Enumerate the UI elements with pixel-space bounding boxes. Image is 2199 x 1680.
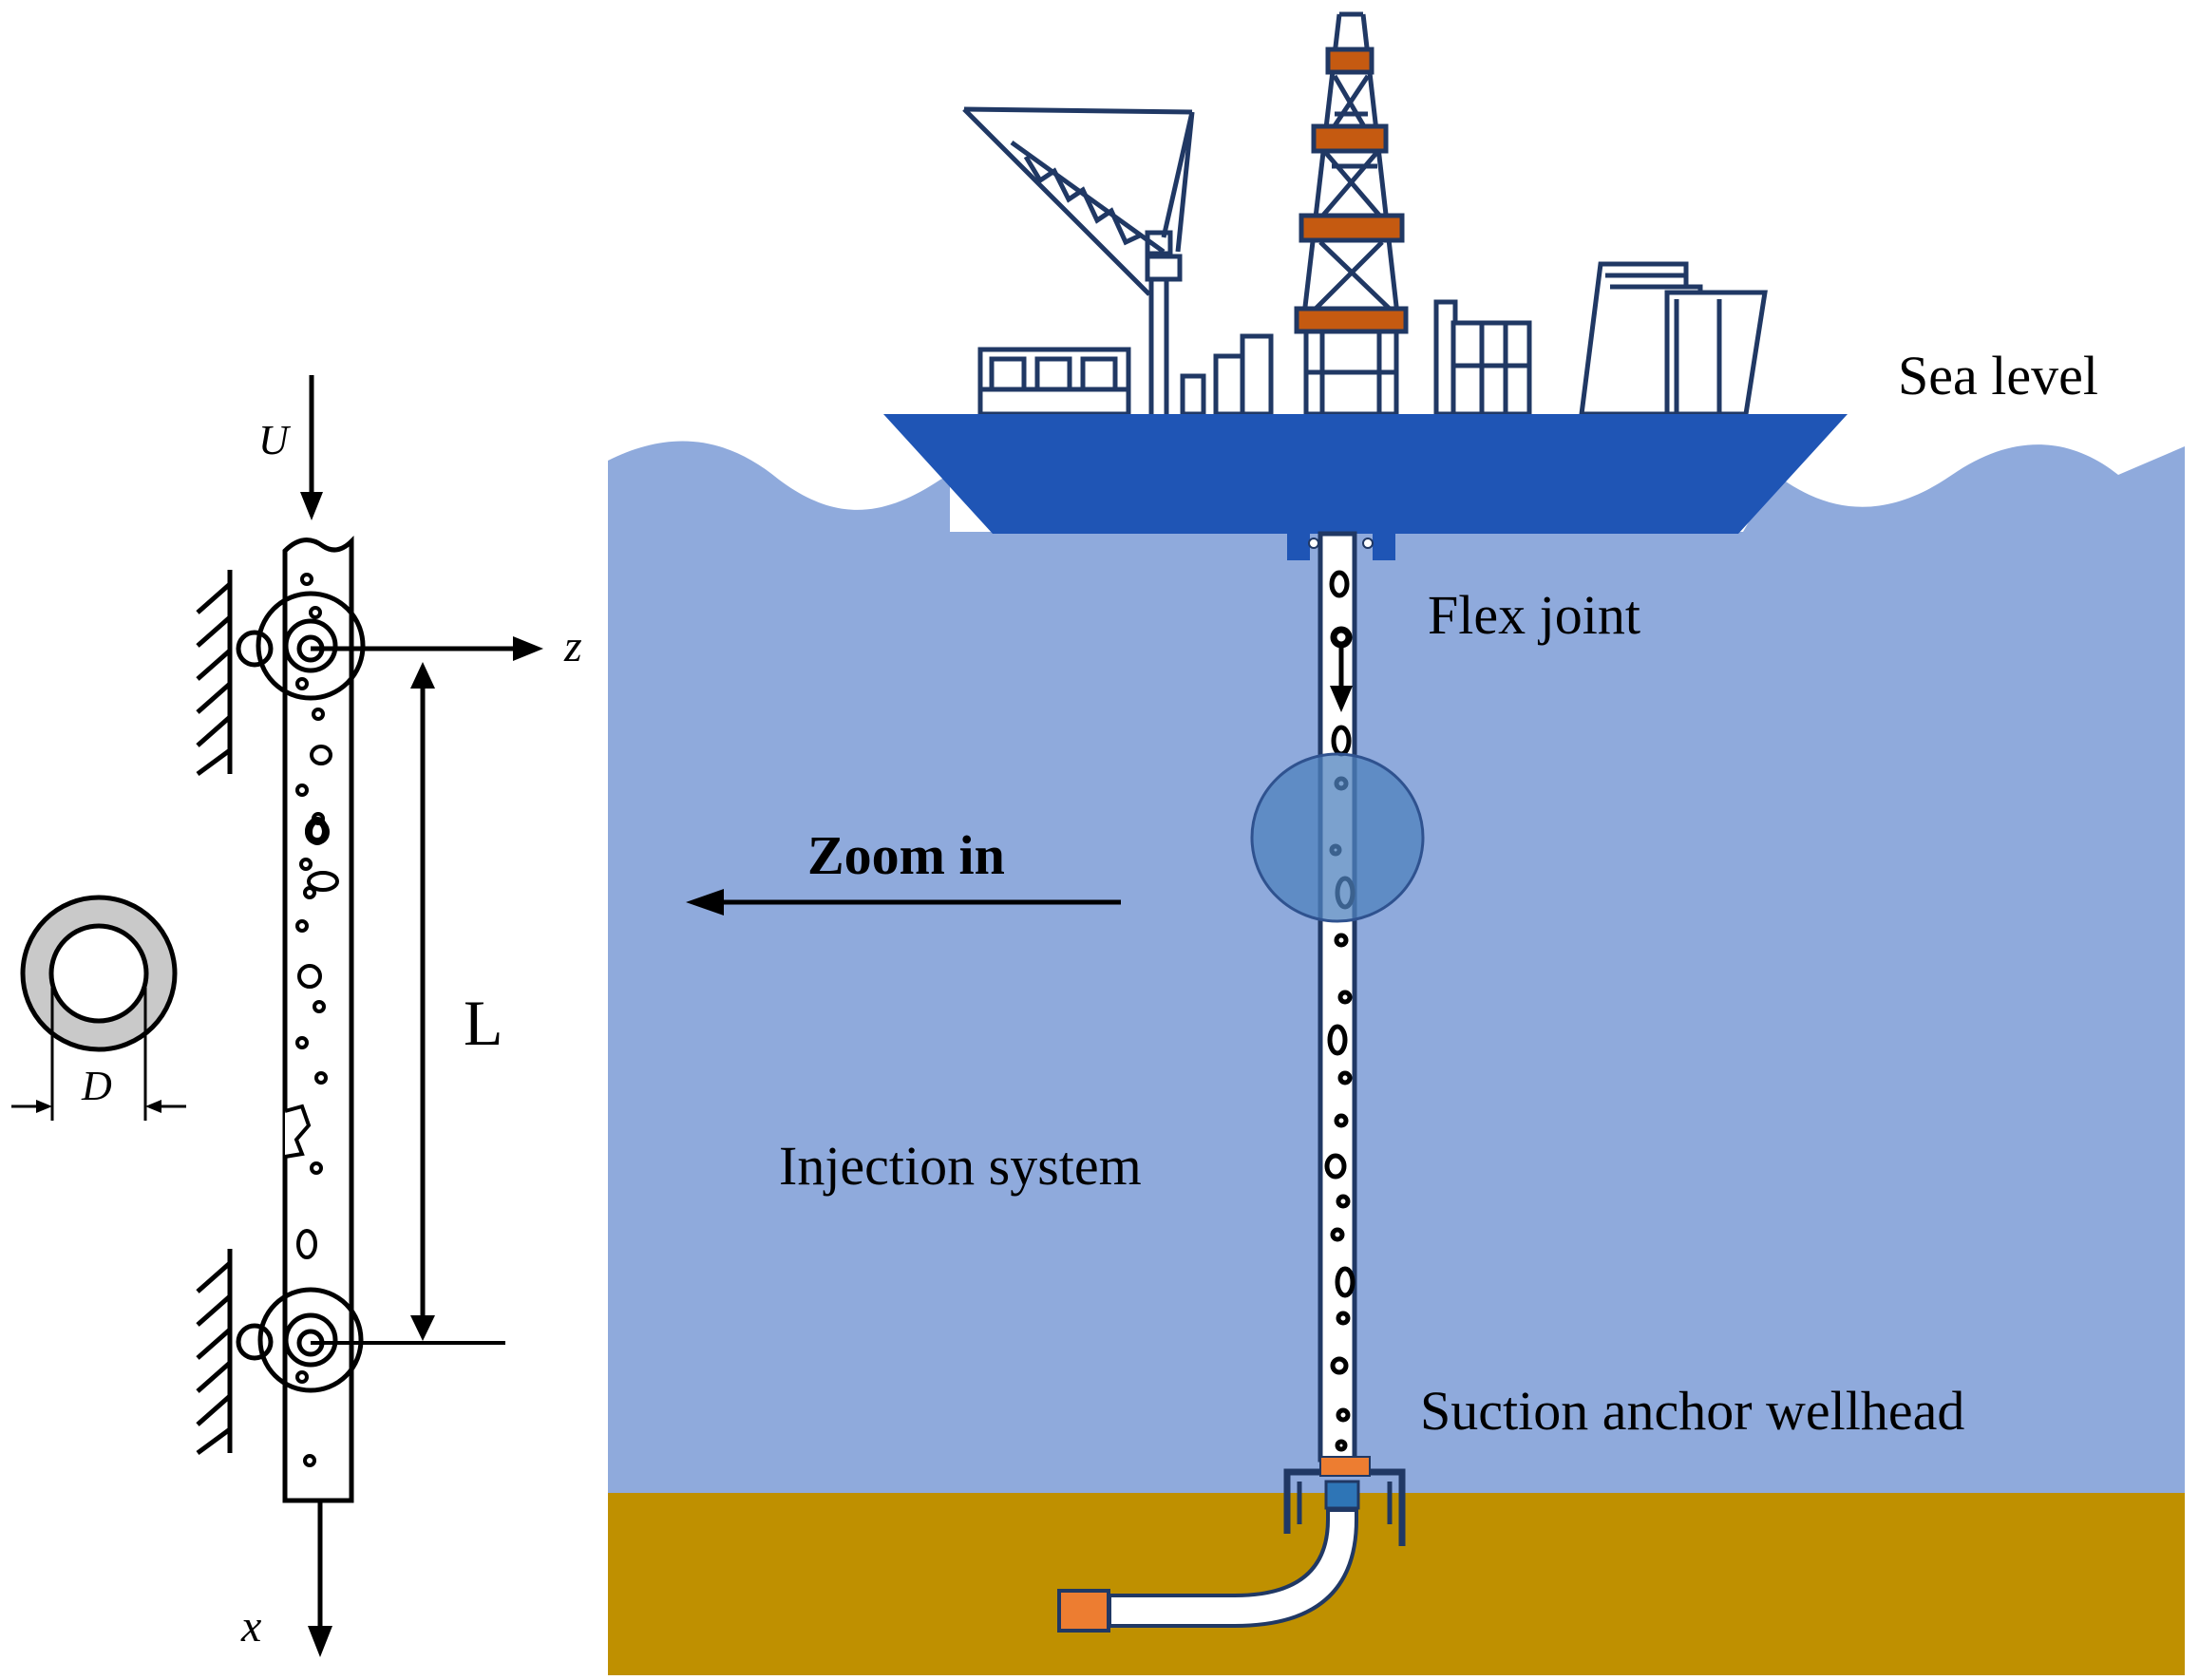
segment-bubbles (295, 573, 339, 1467)
zoom-in-label: Zoom in (807, 824, 1005, 886)
wall-bottom (196, 1249, 233, 1456)
derrick (1294, 11, 1409, 417)
z-axis-label: z (563, 621, 582, 671)
drilling-platform (883, 11, 1848, 560)
flex-joint-housing-right (1373, 532, 1395, 560)
hull (883, 414, 1848, 534)
riser-pipe (1318, 531, 1357, 1463)
flex-joint-label: Flex joint (1428, 584, 1640, 646)
ocean-scene (608, 441, 2185, 1675)
suction-anchor-wellhead-label: Suction anchor wellhead (1420, 1380, 1964, 1442)
velocity-label: U (258, 417, 292, 463)
suction-anchor-wellhead (1057, 1456, 1406, 1633)
sea-level-label: Sea level (1898, 345, 2098, 406)
x-axis-label: x (240, 1601, 261, 1652)
pipe-cross-section (11, 895, 186, 1121)
sea-water (608, 441, 2185, 1496)
zoom-arrow (686, 889, 1121, 916)
riser-segment (282, 535, 354, 1503)
riser-model (196, 375, 543, 1657)
injection-system-label: Injection system (779, 1135, 1142, 1197)
length-label: L (464, 987, 503, 1059)
flex-joint-housing-left (1287, 532, 1310, 560)
zoom-circle (1250, 752, 1425, 923)
crane (962, 106, 1195, 415)
wall-top (196, 570, 233, 777)
deck-modules-left (977, 333, 1274, 417)
deck-modules-right (1433, 261, 1768, 417)
flow-arrow (1330, 626, 1353, 712)
seabed (608, 1493, 2185, 1675)
diameter-label: D (81, 1063, 112, 1109)
